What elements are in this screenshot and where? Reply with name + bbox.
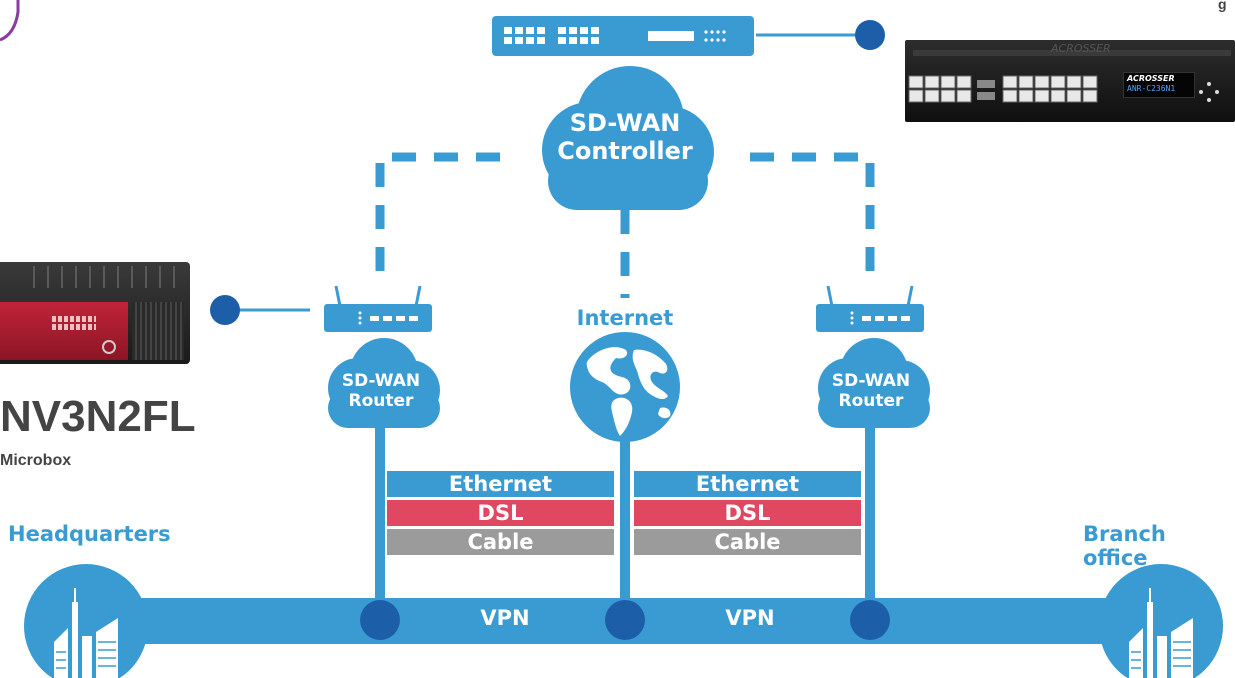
microbox-connector-dot (210, 295, 240, 325)
vpn-label-right: VPN (725, 606, 775, 630)
link-right-cable: Cable (634, 529, 861, 555)
controller-label-line2: Controller (557, 136, 693, 165)
controller-label-line1: SD-WAN (569, 109, 681, 137)
controller-cloud-icon (542, 66, 714, 210)
branch-building-icon (1099, 564, 1223, 678)
drop-center (620, 435, 630, 620)
router-left-label-line1: SD-WAN (341, 371, 421, 391)
link-left-cable: Cable (387, 529, 614, 555)
site-branch-label: Branch office (1083, 522, 1166, 570)
drop-left (375, 415, 385, 620)
link-right-ethernet: Ethernet (634, 471, 861, 497)
router-left-icon (324, 285, 432, 332)
rack-lcd: ACROSSER ANR-C236N1 (1123, 72, 1195, 98)
microbox-heatsink-icon (33, 266, 175, 288)
globe-icon (570, 332, 680, 442)
bus-node-center (605, 600, 645, 640)
link-left-dsl: DSL (387, 500, 614, 526)
drop-right (865, 415, 875, 620)
router-right-cloud-icon (818, 338, 930, 428)
link-right-dsl: DSL (634, 500, 861, 526)
microbox-device-photo (0, 262, 190, 364)
bus-node-right (850, 600, 890, 640)
hq-building-icon (24, 564, 148, 678)
dashed-link-left (375, 152, 500, 285)
bus-node-left (360, 600, 400, 640)
rack-dpad-icon (1199, 82, 1219, 102)
rack-lcd-brand: ACROSSER (1127, 74, 1175, 83)
router-left-cloud-icon (328, 338, 440, 428)
controller-switch-icon (492, 16, 754, 56)
router-right-icon (816, 285, 924, 332)
microbox-vents (132, 302, 184, 360)
rack-connector-dot (855, 20, 885, 50)
internet-label: Internet (576, 306, 674, 330)
product-subtitle: Microbox (0, 452, 72, 469)
site-hq-label: Headquarters (8, 522, 171, 546)
router-right-label-line2: Router (838, 390, 904, 411)
product-name: NV3N2FL (0, 392, 196, 441)
rack-lcd-text: ANR-C236N1 (1127, 84, 1176, 93)
controller-label: SD-WAN Controller (528, 109, 722, 165)
link-left-ethernet: Ethernet (387, 471, 614, 497)
router-right-label-line1: SD-WAN (831, 371, 911, 391)
vpn-label-left: VPN (480, 606, 530, 630)
badge-fragment-icon (0, 0, 20, 42)
rack-device-photo: ACROSSER ACROSSER ANR-C236N1 (905, 40, 1235, 122)
dashed-link-right (750, 152, 875, 285)
rack-caption-fragment: g (1218, 0, 1227, 12)
router-left-label-line2: Router (348, 390, 414, 411)
rack-ports-icon (908, 75, 1098, 103)
rack-brand-watermark: ACROSSER (1051, 42, 1111, 55)
microbox-power-icon (102, 340, 116, 354)
router-right-label: SD-WAN Router (800, 371, 942, 411)
router-left-label: SD-WAN Router (310, 371, 452, 411)
